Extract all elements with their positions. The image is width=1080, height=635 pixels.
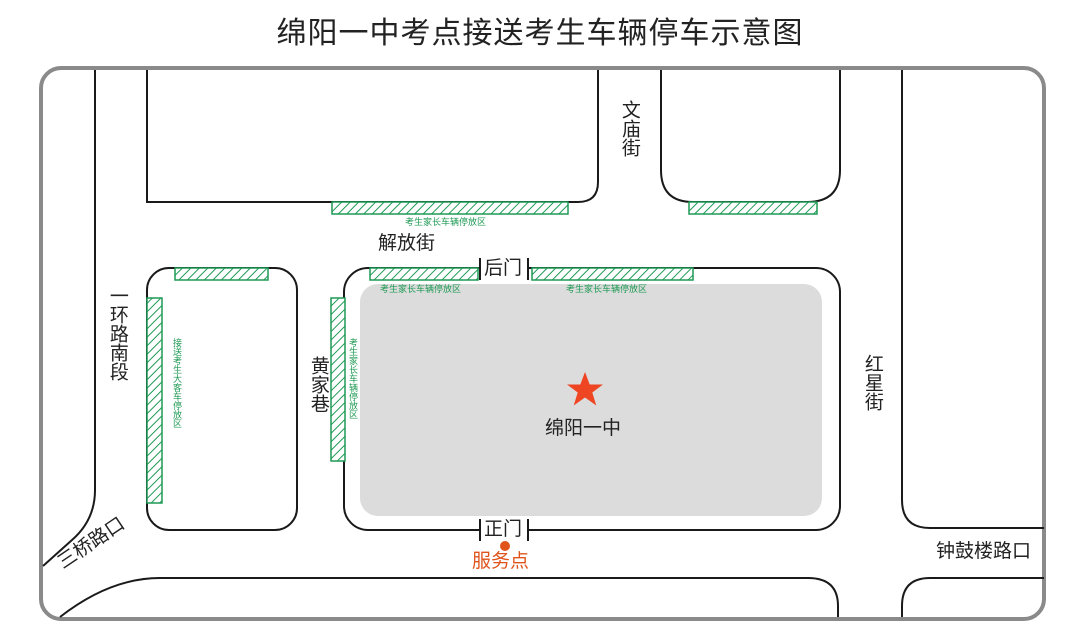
street-label-huangjia: 黄家巷 xyxy=(307,356,330,413)
parking-zone-huangjia xyxy=(330,297,346,462)
parking-caption-back-left: 考生家长车辆停放区 xyxy=(380,285,462,295)
parking-caption-huangjia: 考生家长车辆停放区 xyxy=(347,338,357,419)
parking-caption-jiefang: 考生家长车辆停放区 xyxy=(405,218,487,228)
parking-zone-jiefang xyxy=(331,201,569,215)
street-label-hongxing: 红星街 xyxy=(861,354,884,411)
street-label-jiefang: 解放街 xyxy=(378,232,436,254)
block-left-middle xyxy=(146,267,298,531)
street-label-zhonggulou: 钟鼓楼路口 xyxy=(936,540,1032,562)
parking-zone-left-top xyxy=(174,267,269,281)
map-title: 绵阳一中考点接送考生车辆停车示意图 xyxy=(276,16,804,51)
parking-caption-back-right: 考生家长车辆停放区 xyxy=(566,285,648,295)
parking-zone-back-left xyxy=(369,267,479,281)
front-gate-label: 正门 xyxy=(484,518,523,540)
block-top-left xyxy=(146,70,599,203)
back-gate-gap xyxy=(480,265,528,271)
parking-zone-back-right xyxy=(531,267,694,281)
road-left-edge xyxy=(42,70,96,567)
service-point-label: 服务点 xyxy=(472,550,530,572)
service-point-dot xyxy=(500,541,510,551)
parking-caption-bus: 接送考生大客车停放区 xyxy=(171,338,181,428)
street-label-yihuan: 一环路南段 xyxy=(106,286,129,381)
street-label-wenmiao: 文庙街 xyxy=(618,100,641,157)
parking-zone-top-right xyxy=(688,201,818,215)
back-gate-label: 后门 xyxy=(484,257,523,279)
road-bottom-edge xyxy=(59,577,839,618)
parking-zone-bus xyxy=(146,297,163,504)
front-gate-gap xyxy=(480,527,528,533)
block-far-right-bottom xyxy=(901,577,1044,617)
school-name: 绵阳一中 xyxy=(545,417,622,439)
school-star-icon xyxy=(567,372,603,406)
block-far-right-top xyxy=(901,70,1044,529)
